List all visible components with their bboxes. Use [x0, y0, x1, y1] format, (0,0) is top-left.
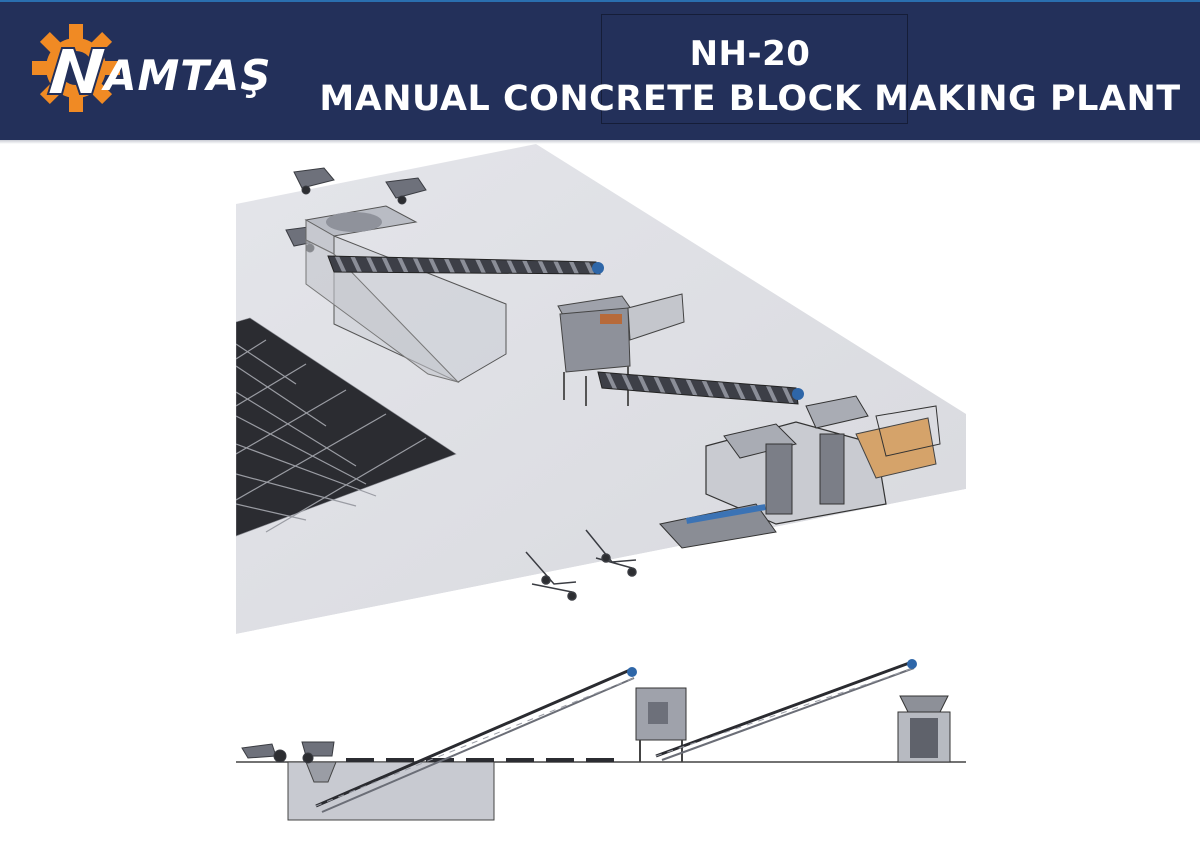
side-elevation — [236, 659, 966, 821]
plant-title: MANUAL CONCRETE BLOCK MAKING PLANT — [319, 79, 1181, 119]
header-bar — [0, 0, 1200, 140]
side-block-pallets — [346, 758, 614, 762]
model-title: NH-20 — [689, 34, 811, 74]
side-conveyor-2 — [655, 659, 917, 761]
isometric-plant-layout — [236, 144, 966, 634]
concrete-mixer — [557, 293, 685, 406]
svg-text:AMTAŞ: AMTAŞ — [101, 51, 271, 100]
side-wheelbarrows — [241, 741, 335, 764]
mixer-feed-conveyor — [597, 371, 804, 405]
namtas-logo: AMTAŞ — [32, 24, 271, 112]
side-mixer — [635, 687, 687, 762]
side-block-machine — [897, 695, 951, 763]
pallet-trolleys — [525, 529, 637, 601]
block-making-machine — [659, 395, 941, 549]
side-conveyor-1 — [315, 667, 637, 813]
title-frame — [601, 14, 908, 124]
header-shadow — [0, 140, 1200, 144]
inclined-belt-conveyor — [327, 255, 604, 275]
